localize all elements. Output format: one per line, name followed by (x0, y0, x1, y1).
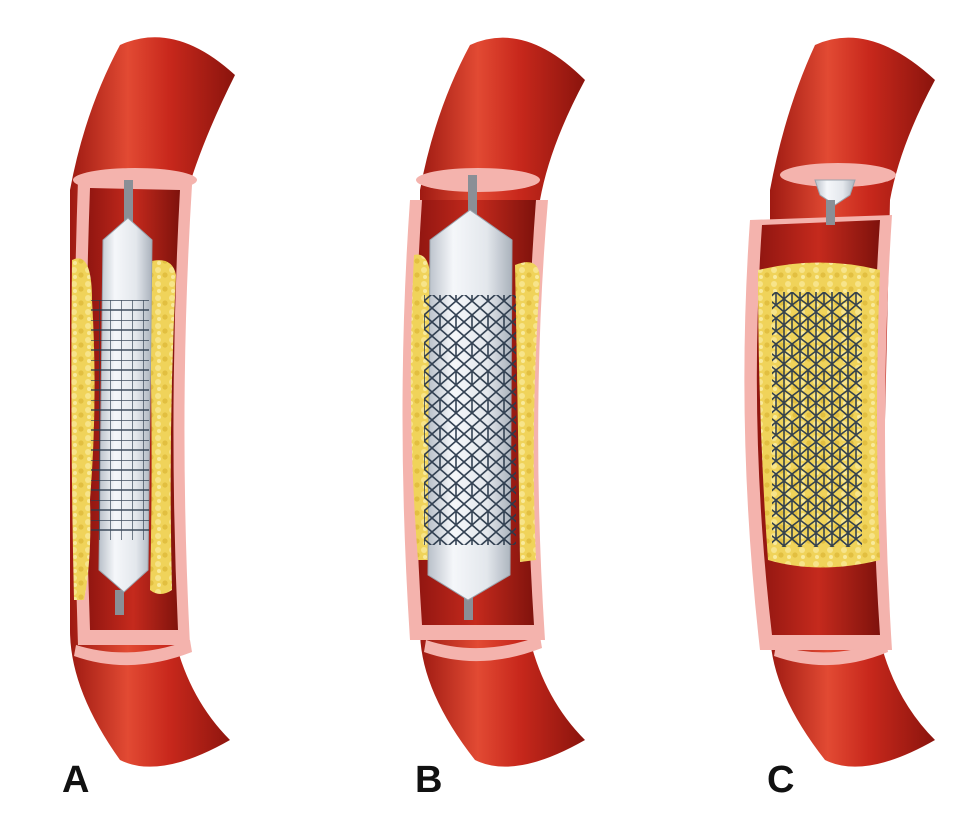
panel-a-plaque-right (148, 260, 176, 594)
panel-a-catheter-top (124, 180, 133, 225)
panel-c-artery (744, 37, 935, 767)
panel-a-label: A (62, 759, 89, 801)
panel-a-artery (70, 37, 235, 767)
panel-c-top-opening (780, 163, 896, 187)
panel-b-plaque-right (515, 262, 540, 562)
panel-c-bottom-opening (774, 640, 888, 666)
panel-b-stent (424, 295, 516, 545)
panel-a-catheter-bottom (115, 590, 124, 615)
panel-b-catheter-bottom (464, 585, 473, 620)
panel-a-bottom-opening (74, 640, 192, 666)
panel-c-catheter-tip (814, 179, 856, 206)
panel-a-stent (91, 300, 149, 540)
panel-b-bottom-opening (424, 636, 542, 662)
panel-b-top-opening (416, 168, 540, 192)
panel-c-catheter-wire (826, 200, 835, 225)
panel-b-artery (402, 37, 585, 767)
panel-c-stent (772, 292, 862, 547)
panel-b-label: B (415, 759, 442, 801)
panel-a-plaque (71, 258, 95, 600)
panel-c-label: C (767, 759, 794, 801)
panel-b-catheter-top (468, 175, 477, 220)
